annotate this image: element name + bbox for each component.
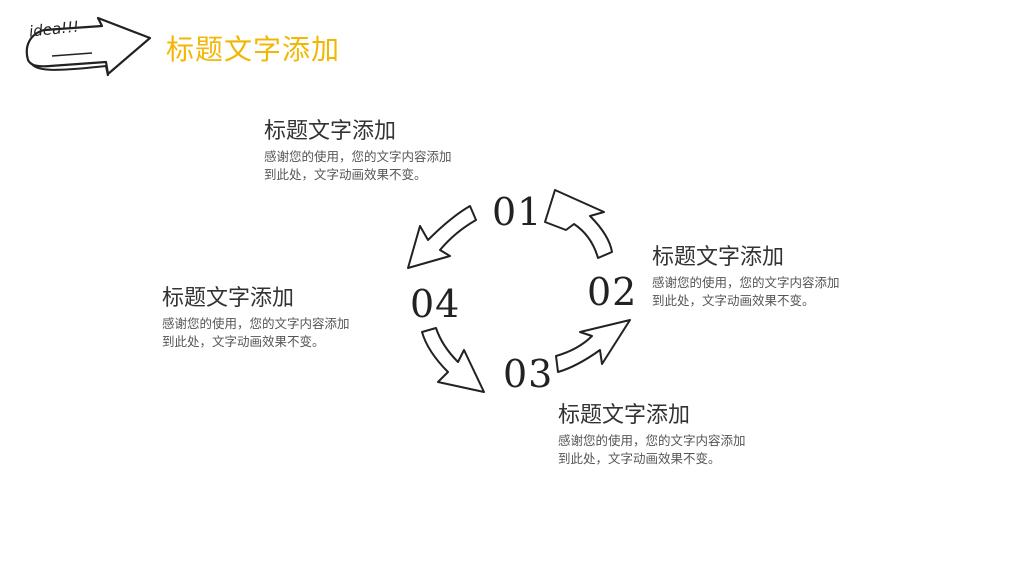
arrow-bottom-left bbox=[421, 327, 485, 393]
arrow-bottom-right bbox=[555, 319, 631, 373]
step-2-title: 标题文字添加 bbox=[652, 245, 785, 270]
arrow-top-left bbox=[407, 205, 477, 269]
step-1-desc-line2: 到此处，文字动画效果不变。 bbox=[264, 167, 427, 182]
step-3-block: 标题文字添加 感谢您的使用，您的文字内容添加 到此处，文字动画效果不变。 bbox=[558, 402, 798, 468]
step-4-desc-line1: 感谢您的使用，您的文字内容添加 bbox=[162, 316, 350, 331]
step-number-03: 03 bbox=[503, 352, 554, 396]
step-4-description: 感谢您的使用，您的文字内容添加 到此处，文字动画效果不变。 bbox=[162, 315, 402, 351]
step-1-title: 标题文字添加 bbox=[264, 119, 397, 144]
step-2-description: 感谢您的使用，您的文字内容添加 到此处，文字动画效果不变。 bbox=[652, 274, 892, 310]
step-1-block: 标题文字添加 感谢您的使用，您的文字内容添加 到此处，文字动画效果不变。 bbox=[264, 118, 504, 184]
step-4-title: 标题文字添加 bbox=[162, 286, 295, 311]
step-number-01: 01 bbox=[492, 190, 543, 234]
step-3-desc-line1: 感谢您的使用，您的文字内容添加 bbox=[558, 433, 746, 448]
cycle-arrow-icon bbox=[407, 189, 631, 393]
step-4-block: 标题文字添加 感谢您的使用，您的文字内容添加 到此处，文字动画效果不变。 bbox=[162, 285, 402, 351]
step-3-title: 标题文字添加 bbox=[558, 403, 691, 428]
cycle-diagram: 01 02 03 04 bbox=[380, 170, 660, 410]
step-2-desc-line1: 感谢您的使用，您的文字内容添加 bbox=[652, 275, 840, 290]
idea-arrow-badge-icon bbox=[22, 16, 162, 82]
hand-drawn-arrow-badge-icon bbox=[25, 16, 152, 77]
step-2-desc-line2: 到此处，文字动画效果不变。 bbox=[652, 293, 815, 308]
step-4-desc-line2: 到此处，文字动画效果不变。 bbox=[162, 334, 325, 349]
step-3-description: 感谢您的使用，您的文字内容添加 到此处，文字动画效果不变。 bbox=[558, 432, 798, 468]
step-number-04: 04 bbox=[410, 282, 461, 326]
step-3-desc-line2: 到此处，文字动画效果不变。 bbox=[558, 451, 721, 466]
arrow-top-right bbox=[544, 189, 613, 259]
step-number-02: 02 bbox=[587, 270, 638, 314]
page-title: 标题文字添加 bbox=[166, 33, 341, 66]
step-1-description: 感谢您的使用，您的文字内容添加 到此处，文字动画效果不变。 bbox=[264, 148, 504, 184]
step-1-desc-line1: 感谢您的使用，您的文字内容添加 bbox=[264, 149, 452, 164]
step-2-block: 标题文字添加 感谢您的使用，您的文字内容添加 到此处，文字动画效果不变。 bbox=[652, 244, 892, 310]
